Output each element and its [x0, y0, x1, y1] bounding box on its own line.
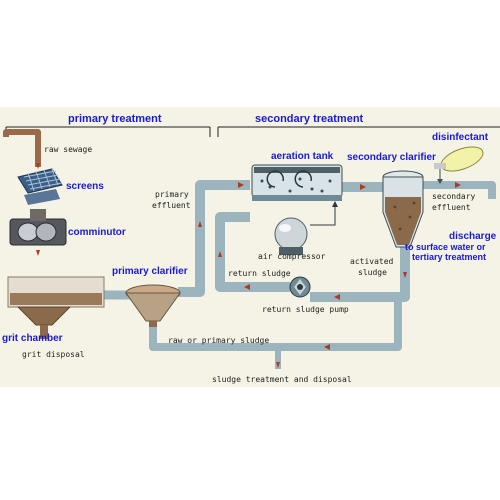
screens-label: screens [66, 181, 104, 192]
pipes [3, 129, 496, 369]
arrow-sludge-disposal [276, 362, 280, 368]
activated-sludge-label-2: sludge [358, 268, 387, 277]
secondary-treatment-label: secondary treatment [255, 113, 364, 125]
air-compressor-unit [274, 201, 338, 255]
sludge-treatment-label: sludge treatment and disposal [212, 375, 352, 384]
arrow-sludge-line [324, 344, 330, 350]
secondary-clarifier-unit [382, 170, 424, 248]
secondary-effluent-label-1: secondary [432, 192, 476, 201]
return-sludge-pump-unit [289, 276, 311, 298]
primary-clarifier-label: primary clarifier [112, 266, 188, 277]
secondary-clarifier-label: secondary clarifier [347, 152, 436, 163]
arrow-raw-sewage [36, 163, 40, 169]
discharge-label-3: tertiary treatment [412, 252, 486, 262]
secondary-effluent-label-2: effluent [432, 203, 471, 212]
grit-disposal-label: grit disposal [22, 350, 85, 359]
arrow-to-grit [36, 250, 40, 256]
arrow-primary-effluent [198, 221, 202, 227]
arrow-to-aeration [238, 182, 244, 188]
section-brackets [5, 126, 500, 137]
wastewater-treatment-diagram: primary treatment secondary treatment [2, 113, 500, 384]
flow-arrows [36, 163, 461, 368]
return-sludge-label: return sludge [228, 269, 291, 278]
grit-chamber-label: grit chamber [2, 333, 63, 344]
primary-effluent-label-2: effluent [152, 201, 191, 210]
raw-sewage-label: raw sewage [44, 145, 92, 154]
comminutor-label: comminutor [68, 227, 126, 238]
aeration-tank-unit [251, 164, 343, 201]
arrow-return-line [334, 294, 340, 300]
diagram-background [0, 107, 500, 387]
arrow-return-sludge [244, 284, 250, 290]
arrow-to-clarifier [360, 184, 366, 190]
activated-sludge-label-1: activated [350, 257, 394, 266]
air-compressor-label: air compressor [258, 252, 326, 261]
discharge-label-1: discharge [449, 231, 497, 242]
arrow-return-up [218, 251, 222, 257]
discharge-label-2: to surface water or [405, 242, 486, 252]
screens-unit [17, 168, 63, 205]
return-sludge-pump-label: return sludge pump [262, 305, 349, 314]
arrow-secondary-effluent [455, 182, 461, 188]
primary-effluent-label-1: primary [155, 190, 189, 199]
primary-treatment-label: primary treatment [68, 113, 162, 125]
aeration-tank-label: aeration tank [271, 151, 334, 162]
primary-clarifier-unit [125, 284, 181, 327]
disinfectant-unit [434, 146, 484, 184]
arrow-activated-sludge [403, 272, 407, 278]
grit-chamber-unit [7, 276, 105, 339]
raw-or-primary-sludge-label: raw or primary sludge [168, 336, 269, 345]
comminutor-unit [9, 209, 67, 246]
disinfectant-label: disinfectant [432, 132, 489, 143]
